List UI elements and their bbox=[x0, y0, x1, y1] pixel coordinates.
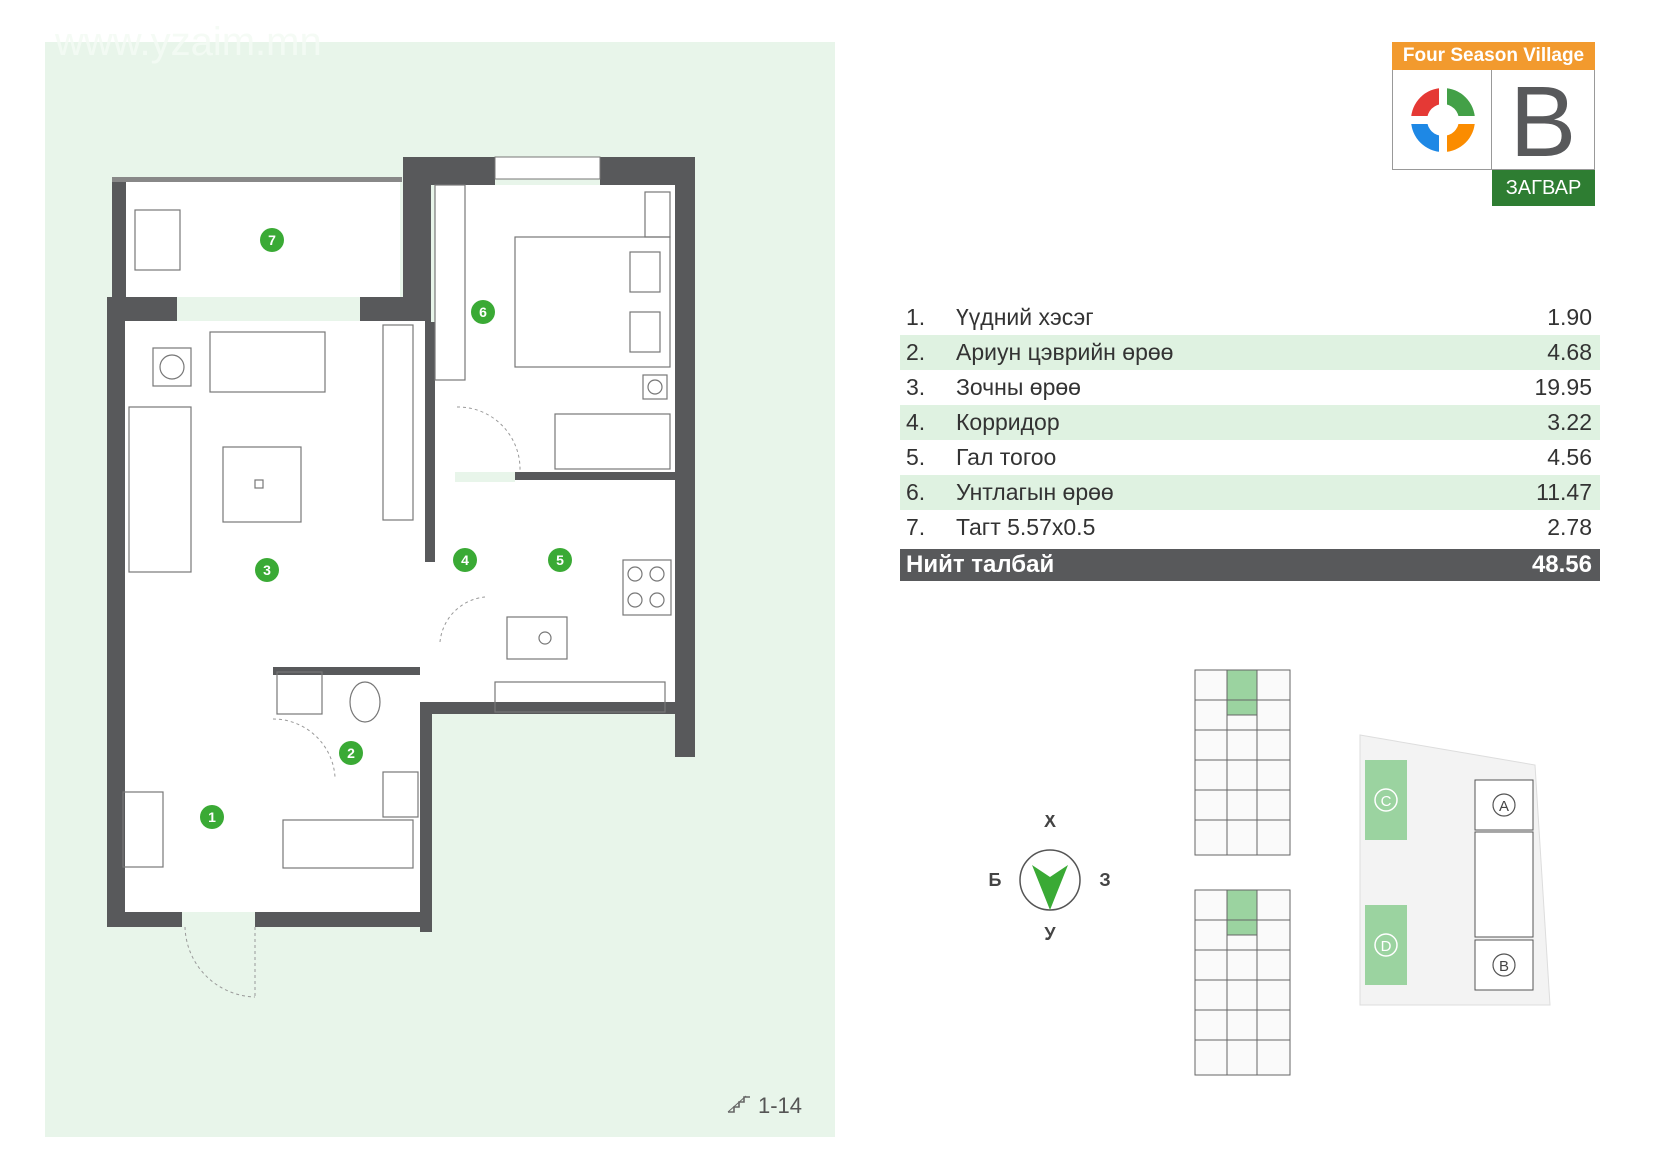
svg-text:1: 1 bbox=[208, 809, 216, 825]
stairs-icon bbox=[726, 1092, 752, 1120]
brand-emblem bbox=[1392, 70, 1492, 170]
row-number: 2. bbox=[906, 339, 926, 365]
row-number: 5. bbox=[906, 444, 926, 470]
room-marker-6: 6 bbox=[471, 300, 495, 324]
row-label: Ариун цэврийн өрөө bbox=[956, 339, 1174, 365]
block-label-a: A bbox=[1499, 798, 1509, 815]
compass-north: Х bbox=[1044, 815, 1056, 831]
block-label-d: D bbox=[1381, 938, 1392, 955]
site-layout: C D A B bbox=[1359, 734, 1551, 1006]
room-marker-2: 2 bbox=[339, 741, 363, 765]
compass-west: Б bbox=[989, 870, 1002, 890]
svg-text:4: 4 bbox=[461, 552, 469, 568]
building-plan-lower bbox=[1194, 889, 1291, 1076]
row-label: Корридор bbox=[956, 409, 1060, 435]
room-marker-7: 7 bbox=[260, 228, 284, 252]
floor-plan-panel: 7 6 3 4 5 2 1 bbox=[45, 20, 835, 1137]
table-row: 5. Гал тогоо 4.56 bbox=[900, 440, 1600, 475]
row-label: Тагт 5.57x0.5 bbox=[956, 514, 1096, 540]
svg-text:2: 2 bbox=[347, 745, 355, 761]
model-subtitle: ЗАГВАР bbox=[1492, 170, 1595, 206]
room-markers: 7 6 3 4 5 2 1 bbox=[200, 228, 572, 829]
floor-area bbox=[125, 182, 675, 912]
row-number: 3. bbox=[906, 374, 926, 400]
walls bbox=[107, 157, 695, 932]
table-row: 3. Зочны өрөө 19.95 bbox=[900, 370, 1600, 405]
four-seasons-emblem-icon bbox=[1407, 84, 1479, 156]
compass-icon: Х У Б З bbox=[989, 811, 1111, 944]
compass-south: У bbox=[1044, 924, 1056, 944]
row-area: 19.95 bbox=[1534, 374, 1592, 400]
model-letter: B bbox=[1492, 70, 1595, 174]
row-number: 6. bbox=[906, 479, 926, 505]
area-table: 1. Үүдний хэсэг 1.90 2. Ариун цэврийн өр… bbox=[900, 300, 1600, 581]
table-row: 4. Корридор 3.22 bbox=[900, 405, 1600, 440]
room-marker-1: 1 bbox=[200, 805, 224, 829]
row-area: 1.90 bbox=[1547, 304, 1592, 330]
room-marker-5: 5 bbox=[548, 548, 572, 572]
site-plan: C D A B bbox=[1194, 669, 1551, 1076]
brand-name: Four Season Village bbox=[1392, 42, 1595, 70]
svg-text:6: 6 bbox=[479, 304, 487, 320]
watermark: www.yzaim.mn bbox=[55, 20, 322, 64]
room-marker-3: 3 bbox=[255, 558, 279, 582]
brand-logo: Four Season Village B ЗАГВАР bbox=[1392, 42, 1595, 206]
row-area: 11.47 bbox=[1536, 479, 1592, 505]
compass: Х У Б З bbox=[985, 811, 1115, 945]
row-label: Зочны өрөө bbox=[956, 374, 1081, 400]
row-area: 2.78 bbox=[1547, 514, 1592, 540]
table-row: 2. Ариун цэврийн өрөө 4.68 bbox=[900, 335, 1600, 370]
row-number: 4. bbox=[906, 409, 926, 435]
furniture bbox=[122, 184, 672, 869]
total-value: 48.56 bbox=[1531, 551, 1592, 578]
compass-east: З bbox=[1099, 870, 1110, 890]
row-number: 7. bbox=[906, 514, 926, 540]
total-label: Нийт талбай bbox=[906, 551, 1055, 578]
row-label: Гал тогоо bbox=[956, 444, 1057, 470]
svg-text:3: 3 bbox=[263, 562, 271, 578]
table-row: 6. Унтлагын өрөө 11.47 bbox=[900, 475, 1600, 510]
floor-range-label: 1-14 bbox=[758, 1093, 803, 1118]
row-area: 3.22 bbox=[1547, 409, 1592, 435]
table-row: 7. Тагт 5.57x0.5 2.78 bbox=[900, 510, 1600, 545]
window bbox=[494, 156, 601, 180]
svg-text:7: 7 bbox=[268, 232, 276, 248]
doors bbox=[184, 406, 521, 998]
block-label-c: C bbox=[1381, 793, 1392, 810]
svg-text:5: 5 bbox=[556, 552, 564, 568]
total-row: Нийт талбай 48.56 bbox=[900, 549, 1600, 581]
room-marker-4: 4 bbox=[453, 548, 477, 572]
floor-range: 1-14 bbox=[726, 1092, 802, 1120]
floor-plan: 7 6 3 4 5 2 1 bbox=[107, 156, 695, 998]
row-label: Унтлагын өрөө bbox=[956, 479, 1114, 505]
row-area: 4.56 bbox=[1547, 444, 1592, 470]
table-row: 1. Үүдний хэсэг 1.90 bbox=[900, 300, 1600, 335]
row-label: Үүдний хэсэг bbox=[956, 304, 1094, 330]
building-plan-upper bbox=[1194, 669, 1291, 856]
block-label-b: B bbox=[1499, 958, 1509, 975]
row-area: 4.68 bbox=[1547, 339, 1592, 365]
row-number: 1. bbox=[906, 304, 926, 330]
